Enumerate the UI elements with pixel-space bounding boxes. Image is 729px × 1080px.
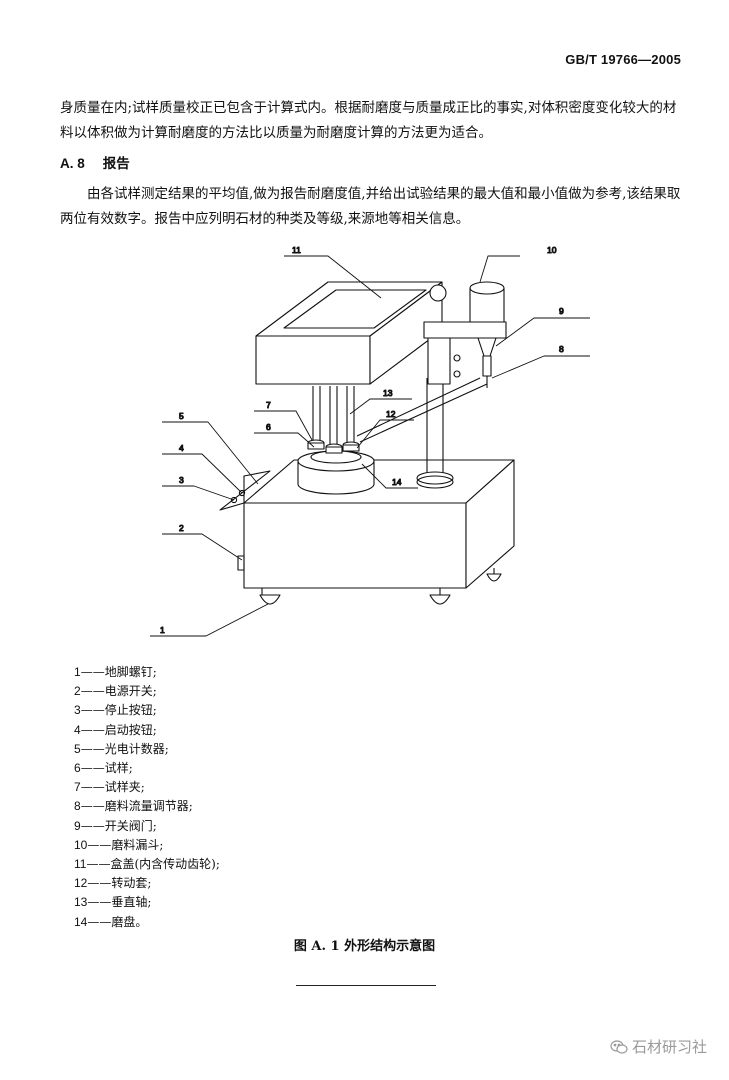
legend-item: 5——光电计数器; xyxy=(74,741,169,756)
callout-2: 2 xyxy=(179,523,184,533)
callout-lines xyxy=(150,255,590,637)
callout-9: 9 xyxy=(559,306,564,316)
callout-1: 1 xyxy=(160,625,165,635)
vertical-shafts xyxy=(307,386,360,454)
callout-14: 14 xyxy=(392,477,402,487)
callout-10: 10 xyxy=(547,245,557,255)
column xyxy=(416,378,454,489)
feed-tube xyxy=(356,377,488,443)
end-rule xyxy=(296,985,436,986)
legend-item: 7——试样夹; xyxy=(74,780,145,795)
wechat-icon xyxy=(610,1039,628,1054)
standard-code: GB/T 19766—2005 xyxy=(565,52,681,67)
section-title: 报告 xyxy=(102,156,130,172)
callout-6: 6 xyxy=(266,422,271,432)
power-switch xyxy=(237,555,245,571)
callout-12: 12 xyxy=(386,409,396,419)
callout-11: 11 xyxy=(292,245,301,255)
paragraph-report: 由各试样测定结果的平均值,做为报告耐磨度值,并给出试验结果的最大值和最小值做为参… xyxy=(60,186,681,227)
callout-labels: 11 10 9 8 5 4 3 2 1 7 6 13 12 14 xyxy=(159,244,564,635)
base-cabinet xyxy=(243,459,515,589)
callout-3: 3 xyxy=(179,475,184,485)
gear-box-cover xyxy=(255,281,443,385)
arm-bracket xyxy=(423,284,507,385)
figure-legend: 1——地脚螺钉; 2——电源开关; 3——停止按钮; 4——启动按钮; 5——光… xyxy=(74,663,220,932)
callout-7: 7 xyxy=(266,400,271,410)
figure-caption: 图 A. 1 外形结构示意图 xyxy=(293,939,436,954)
callout-5: 5 xyxy=(179,411,184,421)
apparatus-diagram: 11 10 9 8 5 4 3 2 1 7 6 13 12 14 xyxy=(150,244,590,637)
paragraph-continued: 身质量在内;试样质量校正已包含于计算式内。根据耐磨度与质量成正比的事实,对体积密… xyxy=(60,100,677,141)
legend-item: 12——转动套; xyxy=(74,876,152,891)
legend-item: 14——磨盘。 xyxy=(74,914,148,929)
legend-item: 13——垂直轴; xyxy=(74,895,152,910)
legend-item: 8——磨料流量调节器; xyxy=(74,799,193,814)
callout-4: 4 xyxy=(179,443,184,453)
legend-item: 4——启动按钮; xyxy=(74,722,157,737)
legend-item: 11——盒盖(内含传动齿轮); xyxy=(74,857,220,872)
legend-item: 1——地脚螺钉; xyxy=(74,665,157,679)
section-number: A. 8 xyxy=(60,156,85,171)
grinding-disc xyxy=(297,450,375,495)
legend-item: 3——停止按钮; xyxy=(74,703,157,718)
feet xyxy=(259,568,502,605)
callout-13: 13 xyxy=(383,388,393,398)
legend-item: 9——开关阀门; xyxy=(74,818,157,833)
stop-button xyxy=(230,496,238,504)
abrasive-hopper xyxy=(469,281,505,388)
legend-item: 2——电源开关; xyxy=(74,684,157,699)
section-heading: A. 8 报告 xyxy=(60,152,130,172)
callout-8: 8 xyxy=(559,344,564,354)
start-button xyxy=(238,489,246,497)
control-panel xyxy=(219,470,271,571)
watermark-text: 石材研习社 xyxy=(631,1038,707,1056)
watermark: 石材研习社 xyxy=(610,1036,707,1057)
legend-item: 6——试样; xyxy=(74,761,133,776)
legend-item: 10——磨料漏斗; xyxy=(74,837,164,852)
